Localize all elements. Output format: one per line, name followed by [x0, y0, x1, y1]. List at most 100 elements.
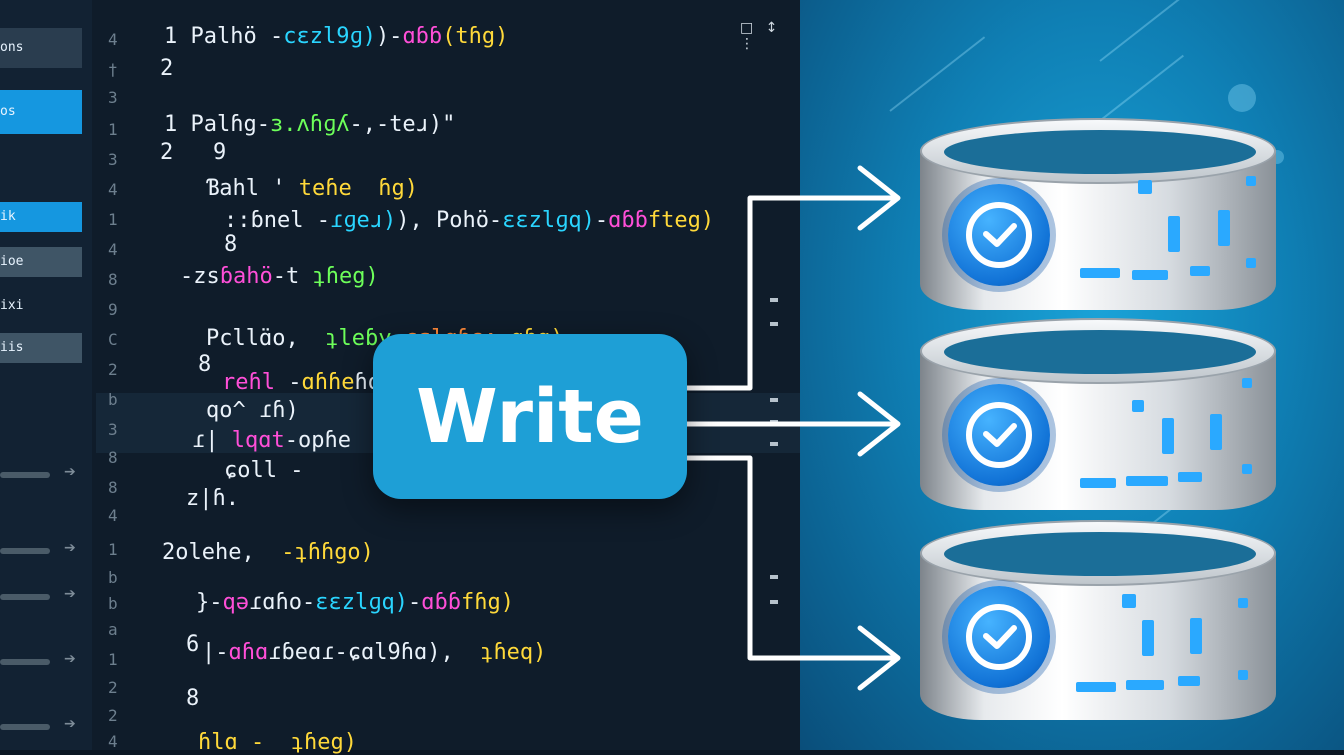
code-line: 2olehe, -ʇɦɦgo) [162, 540, 374, 565]
database-middle [920, 318, 1276, 528]
code-token: -ʇɦɦgo) [254, 540, 374, 565]
code-token: ɛɛzlɡq) [315, 590, 408, 615]
code-token: Ɓahl ' [206, 176, 286, 201]
code-token: Pcllɑ̈o, [206, 326, 299, 351]
code-token: - [303, 208, 330, 233]
code-line: 1 Palɦg-ɜ.ʌɦɡʎ-,-teɹ)" [164, 112, 455, 137]
status-pixel [1132, 270, 1168, 280]
disk-top [920, 318, 1276, 384]
code-line: 1 Palhö -cɛzl9ɡ))-ɑɓɓ(tɦg) [164, 24, 508, 49]
code-token: ɦg) [351, 176, 418, 201]
code-token: fɦg) [460, 590, 514, 615]
code-token: ɑɓɓ [402, 24, 443, 49]
code-line: ɕoll - [224, 458, 303, 483]
database-top [920, 118, 1276, 318]
check-circle-icon [948, 384, 1050, 486]
code-token: ), Pohö- [396, 208, 503, 233]
status-pixel [1246, 258, 1256, 268]
code-line: 2 [160, 56, 173, 81]
code-token: ɛɛzlɡq) [502, 208, 595, 233]
code-token: - [301, 590, 316, 615]
code-line: qo^ ɾɦ) [206, 398, 299, 423]
status-pixel [1076, 682, 1116, 692]
sidebar-item[interactable]: ik [0, 202, 82, 232]
code-token: }- [196, 590, 223, 615]
code-line: 8 [198, 352, 211, 377]
code-token: opɦe [297, 428, 351, 453]
code-token: ɑɦɦe [301, 370, 355, 395]
code-token: )- [375, 24, 403, 49]
line-number: 2 [108, 706, 118, 725]
code-line: 6 [186, 632, 199, 657]
line-number: 4 [108, 506, 118, 525]
window-controls-icon[interactable]: □ ↕ ⋮ [740, 20, 782, 52]
code-line: }-qəɾɑɦo-ɛɛzlɡq)-ɑɓɓfɦg) [196, 590, 514, 615]
code-line: Ɓahl ' teɦe ɦg) [206, 176, 418, 201]
sidebar-item-active[interactable]: os [0, 90, 82, 134]
code-token: 2 9 [160, 140, 227, 165]
code-token: 8 [198, 352, 212, 377]
code-token: |- [202, 640, 229, 665]
status-pixel [1242, 378, 1252, 388]
sidebar-row[interactable]: ➔ [0, 651, 82, 669]
sidebar-item[interactable]: ioe [0, 247, 82, 277]
sidebar-row[interactable]: ➔ [0, 716, 82, 734]
code-token: ɓahö [219, 264, 273, 289]
write-label: Write [416, 373, 644, 460]
line-number: b [108, 594, 118, 613]
status-pixel [1218, 210, 1230, 246]
sidebar-item[interactable]: ons [0, 28, 82, 68]
check-circle-icon [948, 586, 1050, 688]
sidebar-row[interactable]: ➔ [0, 586, 82, 604]
status-pixel [1210, 414, 1222, 450]
arrow-head-icon [857, 391, 901, 457]
line-number: C [108, 330, 118, 349]
line-number: 4 [108, 240, 118, 259]
code-token: -t [272, 264, 313, 289]
line-number: 1 [108, 540, 118, 559]
line-number: † [108, 60, 118, 79]
code-token: z|ɦ. [186, 486, 239, 511]
status-pixel [1178, 472, 1202, 482]
code-line: 8 [224, 232, 237, 257]
arrow-head-icon [857, 625, 901, 691]
arrow-to-bottom-db [684, 455, 898, 661]
line-number: a [108, 620, 118, 639]
code-token: 8 [186, 686, 200, 711]
status-pixel [1162, 418, 1174, 454]
code-token: -zs [180, 264, 220, 289]
scroll-marker [770, 398, 778, 402]
scroll-marker [770, 442, 778, 446]
sidebar-row[interactable]: ➔ [0, 540, 82, 558]
sidebar-item[interactable]: iis [0, 333, 82, 363]
line-number: 3 [108, 420, 118, 439]
code-line: 2 9 [160, 140, 226, 165]
sidebar-row[interactable]: ➔ [0, 464, 82, 482]
arrow-head-icon [857, 165, 901, 231]
arrow-to-top-db [684, 195, 898, 391]
status-pixel [1142, 620, 1154, 656]
sidebar-item[interactable]: ixi [0, 298, 24, 313]
arrow-right-icon: ➔ [64, 716, 76, 732]
arrow-right-icon: ➔ [64, 540, 76, 556]
scroll-marker [770, 575, 778, 579]
code-token: - [256, 112, 270, 137]
line-number: 8 [108, 478, 118, 497]
write-button[interactable]: Write [373, 334, 687, 499]
line-number: 2 [108, 360, 118, 379]
status-pixel [1168, 216, 1180, 252]
line-number: 3 [108, 150, 118, 169]
code-token: 2olehe, [162, 540, 255, 565]
line-number: b [108, 568, 118, 587]
line-number: b [108, 390, 118, 409]
code-line: ɾ| lqɑt-opɦe [192, 428, 351, 453]
code-token: ɕoll - [224, 458, 304, 483]
code-line: |-ɑɦɑɾɓeɑɾ-ɕɑl9ɦɑ), ʇɦeq) [202, 640, 546, 665]
code-token: 2 [160, 56, 174, 81]
status-pixel [1190, 618, 1202, 654]
line-number: 3 [108, 88, 118, 107]
status-pixel [1080, 268, 1120, 278]
code-token: ɑɓɓ [421, 590, 461, 615]
disk-top [920, 118, 1276, 184]
code-token: ɑɦɑ [228, 640, 269, 665]
